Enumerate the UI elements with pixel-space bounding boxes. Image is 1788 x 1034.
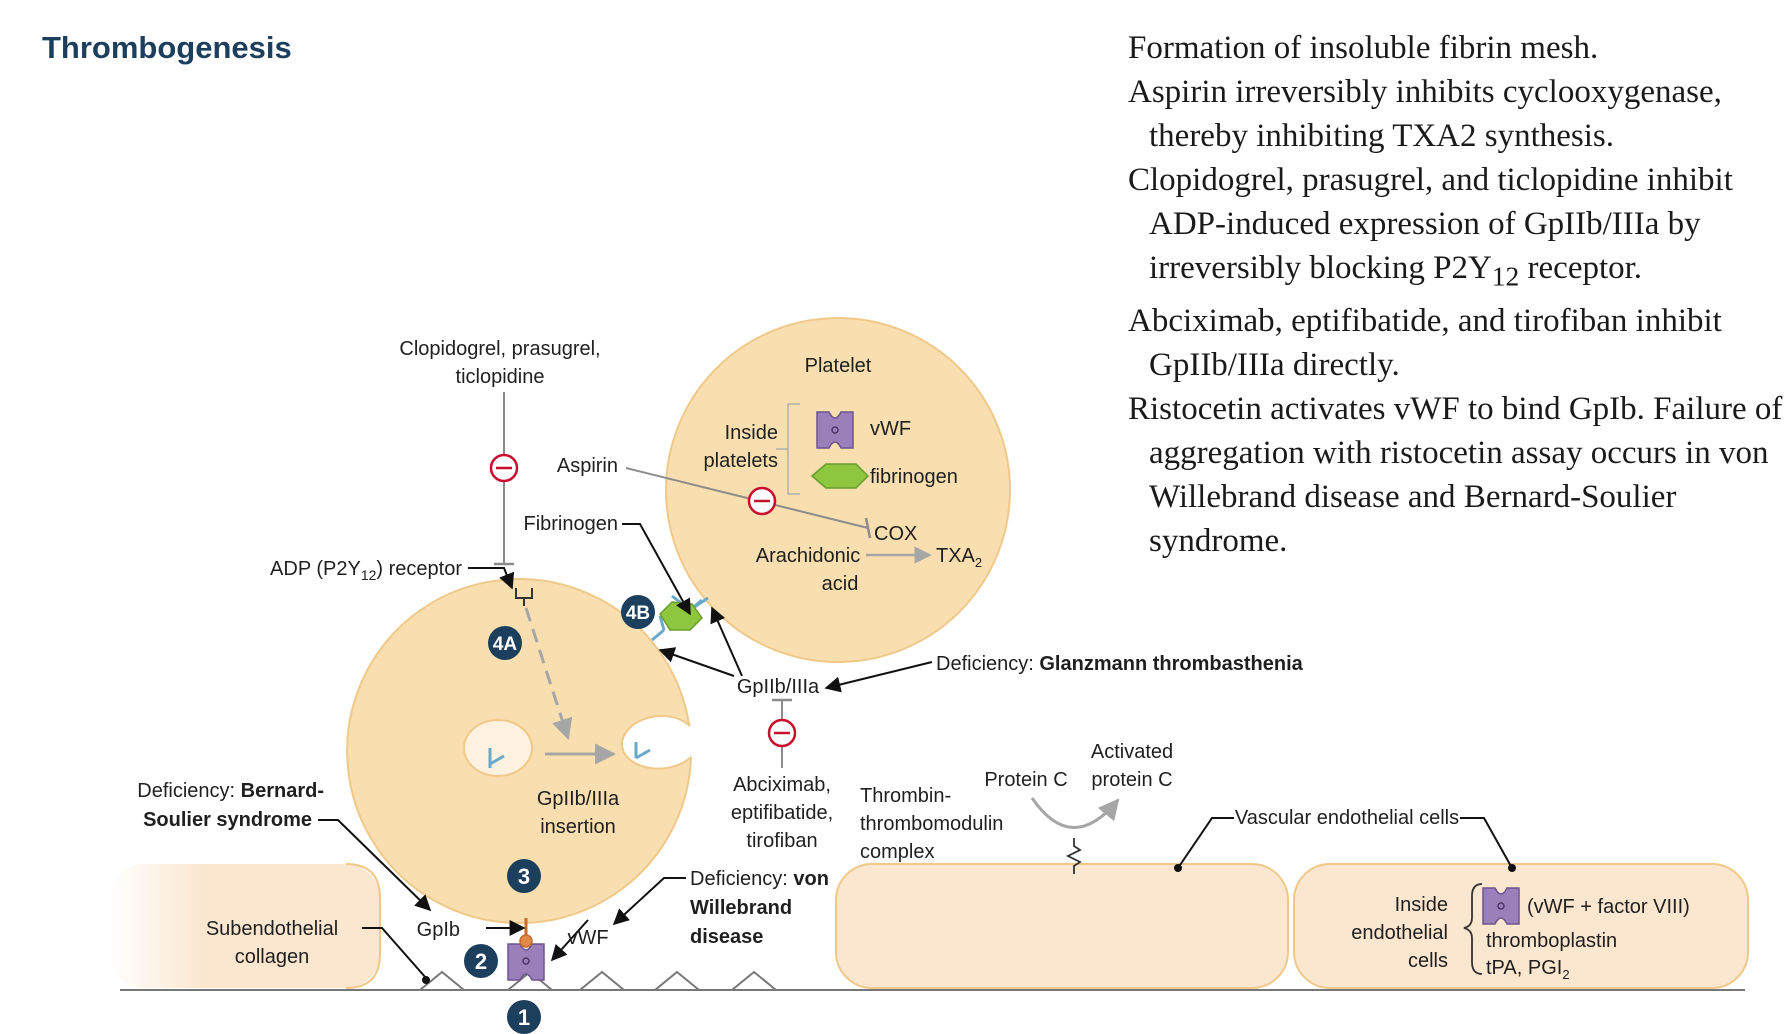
activated-protein-c-label: Activated — [1091, 741, 1173, 763]
clopidogrel-label: ticlopidine — [456, 366, 545, 388]
protein-c-label: Protein C — [984, 769, 1067, 791]
vessel-wall — [110, 863, 1749, 991]
arachidonic-label: Arachidonic — [756, 545, 861, 567]
cox-label: COX — [874, 523, 917, 545]
inside-platelets-label: Inside — [725, 422, 778, 444]
arachidonic-label: acid — [822, 573, 859, 595]
note-item: Aspirin irreversibly inhibits cyclooxyge… — [1128, 74, 1722, 154]
vwf-label: vWF — [870, 418, 911, 440]
fibrinogen-bridge — [659, 601, 703, 631]
subendothelial-label: Subendothelial — [206, 918, 338, 940]
svg-text:4A: 4A — [493, 634, 518, 655]
note-item: Formation of insoluble fibrin mesh. — [1128, 30, 1599, 66]
activated-protein-c-label: protein C — [1091, 769, 1172, 791]
svg-text:2: 2 — [475, 949, 487, 974]
insertion-label: insertion — [540, 816, 616, 838]
thrombin-label: Thrombin- — [860, 785, 951, 807]
bernard-soulier-label: Deficiency: Bernard- — [137, 780, 324, 802]
step-badge-1: 1 — [507, 1000, 541, 1034]
subendothelial-label: collagen — [235, 946, 310, 968]
txa2-label: TXA2 — [936, 545, 982, 570]
abciximab-label: tirofiban — [746, 830, 817, 852]
vwf-bottom-label: vWF — [567, 927, 608, 949]
fibrinogen-icon — [810, 463, 870, 489]
note-item: Abciximab, eptifibatide, and tirofiban i… — [1128, 302, 1722, 383]
gp2b3a-label: GpIIb/IIIa — [737, 676, 820, 698]
vwf-receptor-icon — [507, 943, 545, 981]
svg-text:1: 1 — [518, 1005, 530, 1030]
thrombomodulin-icon — [1065, 838, 1082, 874]
gp2b3a-receptor — [488, 748, 505, 768]
abciximab-label: Abciximab, — [733, 774, 831, 796]
step-badge-4b: 4B — [621, 595, 655, 629]
note-item: Clopidogrel, prasugrel, and ticlopidine … — [1128, 162, 1733, 292]
vwd-label: disease — [690, 926, 763, 948]
bernard-soulier-label: Soulier syndrome — [143, 809, 312, 831]
aspirin-label: Aspirin — [557, 455, 618, 477]
fibrinogen-pointer-label: Fibrinogen — [523, 513, 618, 535]
inside-endothelial-label: endothelial — [1351, 922, 1448, 944]
gp1b-label: GpIb — [417, 919, 460, 941]
notes-list: Formation of insoluble fibrin mesh. Aspi… — [1128, 26, 1788, 563]
note-item: Ristocetin activates vWF to bind GpIb. F… — [1128, 390, 1783, 559]
vwd-label: Willebrand — [690, 897, 792, 919]
clopidogrel-label: Clopidogrel, prasugrel, — [399, 338, 600, 360]
glanzmann-label: Deficiency: Glanzmann thrombasthenia — [936, 653, 1304, 675]
endo-vwf-label: (vWF + factor VIII) — [1527, 896, 1690, 918]
endo-tpa-label: tPA, PGI2 — [1486, 957, 1570, 982]
endothelial-cell — [835, 863, 1289, 989]
endo-thromboplastin-label: thromboplastin — [1486, 930, 1617, 952]
gp2b3a-receptor — [634, 742, 651, 760]
svg-text:3: 3 — [518, 864, 530, 889]
vwf-stored-icon — [1482, 887, 1520, 925]
granule — [463, 719, 533, 777]
thrombin-label: complex — [860, 841, 934, 863]
inside-endothelial-label: cells — [1408, 950, 1448, 972]
inside-platelets-label: platelets — [704, 450, 779, 472]
svg-text:4B: 4B — [626, 603, 650, 624]
thrombin-label: thrombomodulin — [860, 813, 1003, 835]
endothelial-cell — [1293, 863, 1749, 989]
platelet-label: Platelet — [805, 355, 872, 377]
platelet-cell — [665, 317, 1011, 663]
adp-receptor-icon — [515, 588, 533, 606]
step-badge-2: 2 — [464, 944, 498, 978]
gp1b-link — [519, 934, 533, 948]
abciximab-label: eptifibatide, — [731, 802, 833, 824]
adp-receptor-label: ADP (P2Y12) receptor — [270, 558, 462, 583]
vwf-icon — [816, 411, 854, 449]
step-badge-3: 3 — [507, 859, 541, 893]
insertion-label: GpIIb/IIIa — [537, 788, 620, 810]
inside-endothelial-label: Inside — [1395, 894, 1448, 916]
vascular-endothelial-label: Vascular endothelial cells — [1235, 807, 1459, 829]
vwd-label: Deficiency: von — [690, 868, 829, 890]
fibrinogen-label: fibrinogen — [870, 466, 958, 488]
page-title: Thrombogenesis — [42, 30, 292, 65]
subendothelium-block — [110, 864, 380, 988]
step-badge-4a: 4A — [488, 626, 522, 660]
